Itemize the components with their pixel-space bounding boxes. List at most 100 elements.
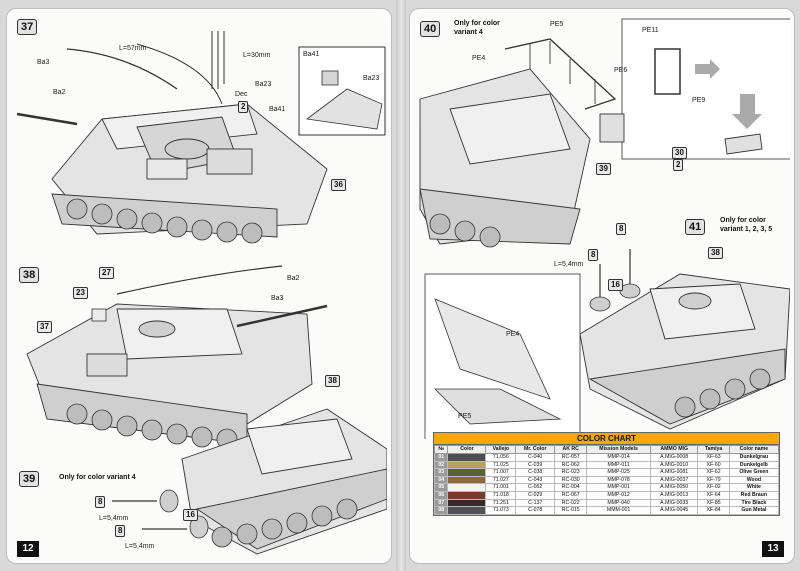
part-count-2: 2 xyxy=(673,159,684,171)
color-chart-cell-tamiya: XF-79 xyxy=(697,475,730,485)
color-chart-cell-vallejo: 71.073 xyxy=(485,506,517,515)
step-40-tank-drawing xyxy=(419,18,790,248)
label-ba2: Ba2 xyxy=(53,89,66,96)
color-chart-cell-mission: MMP-025 xyxy=(586,468,651,477)
color-chart-cell-vallejo: 71.025 xyxy=(485,460,517,470)
color-chart-cell-ammo: A.MIG-0045 xyxy=(649,506,699,515)
color-chart-cell-name: Gun Metal xyxy=(728,506,780,515)
color-chart-cell-vallejo: 71.001 xyxy=(485,483,517,492)
part-8-b: 8 xyxy=(588,249,599,261)
color-chart-cell-tamiya: XF-63 xyxy=(697,453,730,462)
label-ba23: Ba23 xyxy=(255,81,272,88)
label-length-5-4mm-b: L=5,4mm xyxy=(125,543,155,550)
color-chart-cell-tamiya: XF-60 xyxy=(697,460,730,470)
part-8-a: 8 xyxy=(616,223,627,235)
color-chart-cell-mission: MMM-001 xyxy=(586,506,651,515)
color-swatch xyxy=(447,468,487,477)
color-chart-cell-vallejo: 71.018 xyxy=(485,490,517,500)
color-chart-cell-tamiya: XF-84 xyxy=(697,506,730,515)
color-chart-cell-tamiya: XF-64 xyxy=(697,490,730,500)
color-chart-cell-mission: MMP-078 xyxy=(586,475,651,485)
decal-number: 2 xyxy=(238,101,249,113)
label-pe4: PE4 xyxy=(472,55,486,62)
label-length-5-4mm-a: L=5,4mm xyxy=(99,515,129,522)
label-ba2: Ba2 xyxy=(287,275,300,282)
color-chart-cell-no: 08 xyxy=(433,506,449,515)
color-chart-cell-no: 04 xyxy=(433,475,449,485)
color-chart-cell-mission: MMP-001 xyxy=(586,483,651,492)
color-chart-cell-mr: C-038 xyxy=(515,468,556,477)
label-detail-ba41: Ba41 xyxy=(303,51,320,58)
color-chart-cell-tamiya: XF-02 xyxy=(697,483,730,492)
step-41-note: Only for color variant 1, 2, 3, 5 xyxy=(720,217,773,233)
page-number-left: 12 xyxy=(17,541,39,557)
part-30: 30 xyxy=(672,147,687,159)
color-chart-cell-name: White xyxy=(728,483,780,492)
color-chart-cell-mr: C-029 xyxy=(515,490,556,500)
label-pe4: PE4 xyxy=(506,331,520,338)
step-39-tank-drawing xyxy=(112,408,387,555)
color-chart-cell-ak: RC-062 xyxy=(554,460,588,470)
color-chart-cell-mr: C-137 xyxy=(515,498,556,508)
color-chart-cell-name: Tire Black xyxy=(728,498,780,508)
label-pe9: PE9 xyxy=(692,97,706,104)
part-16: 16 xyxy=(608,279,623,291)
color-chart-cell-mr: C-039 xyxy=(515,460,556,470)
step-39-number: 39 xyxy=(19,471,40,487)
color-chart-cell-mr: C-040 xyxy=(515,453,556,462)
color-swatch xyxy=(447,483,487,492)
instruction-page-right: 40 Only for color variant 4 PE5 PE4 PE6 … xyxy=(409,8,795,564)
color-chart-cell-vallejo: 71.027 xyxy=(485,475,517,485)
color-chart-header: Color xyxy=(447,445,487,454)
ref-step-39: 39 xyxy=(596,163,611,175)
color-swatch xyxy=(447,498,487,508)
part-37: 37 xyxy=(37,321,52,333)
label-dec: Dec xyxy=(235,91,248,98)
color-chart-cell-no: 07 xyxy=(433,498,449,508)
step-38-tank-drawing xyxy=(26,265,328,450)
label-length-57mm: L=57mm xyxy=(119,45,147,52)
color-chart-cell-no: 02 xyxy=(433,460,449,470)
color-chart-cell-mr: C-043 xyxy=(515,475,556,485)
color-swatch xyxy=(447,475,487,485)
color-chart-cell-ak: RC-022 xyxy=(554,498,588,508)
step-37-tank-drawing xyxy=(16,31,386,244)
color-chart-cell-name: Red Braun xyxy=(728,490,780,500)
step-39-note: Only for color variant 4 xyxy=(59,474,136,481)
color-chart-cell-no: 06 xyxy=(433,490,449,500)
instruction-page-left: 37 Ba3 Ba2 L=57mm L=30mm Ba23 Dec 2 Ba41… xyxy=(6,8,392,564)
color-chart-cell-tamiya: XF-85 xyxy=(697,498,730,508)
color-chart-cell-ammo: A.MIG-0010 xyxy=(649,460,699,470)
color-chart-cell-vallejo: 71.007 xyxy=(485,468,517,477)
label-pe5: PE5 xyxy=(550,21,564,28)
label-pe11: PE11 xyxy=(642,27,659,34)
label-pe5: PE5 xyxy=(458,413,472,420)
step-38-number: 38 xyxy=(19,267,40,283)
color-chart-cell-ak: RC-023 xyxy=(554,468,588,477)
color-chart-header: Mr. Color xyxy=(515,445,556,454)
ref-step-38: 38 xyxy=(708,247,723,259)
color-chart-title: COLOR CHART xyxy=(434,433,779,445)
step-37-number: 37 xyxy=(17,19,38,35)
label-detail-ba23: Ba23 xyxy=(363,75,380,82)
part-8-a: 8 xyxy=(95,496,106,508)
color-chart-header: Vallejo xyxy=(485,445,517,454)
color-chart-cell-ak: RC-030 xyxy=(554,475,588,485)
label-length-30mm: L=30mm xyxy=(243,52,271,59)
color-chart-cell-ammo: A.MIG-0050 xyxy=(649,483,699,492)
color-chart-cell-ammo: A.MIG-0037 xyxy=(649,475,699,485)
color-chart-cell-ak: RC-067 xyxy=(554,490,588,500)
color-chart-cell-mission: MMP-040 xyxy=(586,498,651,508)
step-40-number: 40 xyxy=(420,21,441,37)
color-swatch xyxy=(447,506,487,515)
label-ba3: Ba3 xyxy=(37,59,50,66)
label-ba41: Ba41 xyxy=(269,106,286,113)
color-chart-cell-mission: MMP-011 xyxy=(586,460,651,470)
